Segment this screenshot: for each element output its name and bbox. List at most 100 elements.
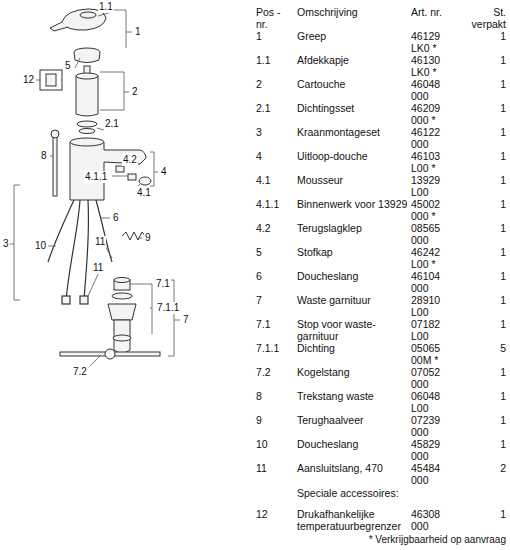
table-cell: 1 (462, 270, 506, 282)
table-cell: 6 (256, 270, 294, 282)
table-cell: 1 (462, 366, 506, 378)
table-cell: 1 (462, 30, 506, 42)
table-cell: Stop voor waste-garnituur (297, 318, 408, 342)
table-cell: 46122 000 (411, 126, 457, 150)
table-cell: Terughaalveer (297, 414, 408, 426)
table-cell: 11 (256, 462, 294, 474)
table-cell: 1 (256, 30, 294, 42)
table-cell: 1 (462, 438, 506, 450)
table-header: Art. nr. (411, 6, 457, 18)
callout-number: 1 (134, 26, 142, 38)
table-cell: 13929 L00 (411, 174, 457, 198)
table-cell: 7.1 (256, 318, 294, 330)
callout-number: 10 (34, 240, 47, 252)
table-cell: 1 (462, 508, 506, 520)
table-cell: 9 (256, 414, 294, 426)
table-cell: Trekstang waste (297, 390, 408, 402)
table-cell: Uitloop-douche (297, 150, 408, 162)
table-cell: 12 (256, 508, 294, 520)
table-cell: 1 (462, 174, 506, 186)
section-heading: Speciale accessoires: (297, 487, 457, 499)
table-cell: 10 (256, 438, 294, 450)
table-cell: 45829 000 (411, 438, 457, 462)
table-cell: 1 (462, 390, 506, 402)
tap-parts (40, 9, 160, 359)
hoses (48, 200, 112, 304)
table-cell: 07052 000 (411, 366, 457, 390)
callout-number: 2 (131, 86, 139, 98)
callout-number: 4.1.1 (84, 171, 108, 183)
table-cell: 46308 000 (411, 508, 457, 532)
table-cell: 1 (462, 126, 506, 138)
table-cell: 46209 000 * (411, 102, 457, 126)
callout-number: 4.1 (136, 187, 152, 199)
table-cell: 2 (256, 78, 294, 90)
table-cell: 45484 000 (411, 462, 457, 486)
table-cell: 1 (462, 54, 506, 66)
table-cell: 08565 000 (411, 222, 457, 246)
callout-number: 5 (64, 60, 72, 72)
table-cell: 1 (462, 414, 506, 426)
table-cell: Doucheslang (297, 438, 408, 450)
table-cell: 1 (462, 294, 506, 306)
table-cell: 1 (462, 318, 506, 330)
callout-number: 4 (160, 166, 168, 178)
table-cell: 7.1.1 (256, 342, 294, 354)
callout-number: 7.2 (72, 366, 88, 378)
table-cell: Kraanmontageset (297, 126, 408, 138)
table-cell: 1 (462, 150, 506, 162)
table-cell: Afdekkapje (297, 54, 408, 66)
table-cell: 46103 L00 * (411, 150, 457, 174)
callout-number: 1.1 (98, 1, 114, 13)
table-cell: Drukafhankelijke temperatuurbegrenzer (297, 508, 408, 532)
table-cell: 7 (256, 294, 294, 306)
table-cell: 1 (462, 102, 506, 114)
table-cell: 4 (256, 150, 294, 162)
table-cell: 5 (256, 246, 294, 258)
callout-number: 11 (94, 236, 106, 248)
callout-number: 7 (182, 314, 190, 326)
table-header: Pos - nr. (256, 6, 286, 30)
table-cell: 46130 LK0 * (411, 54, 457, 78)
table-cell: 06048 L00 (411, 390, 457, 414)
callout-number: 4.2 (122, 154, 138, 166)
callout-number: 12 (22, 74, 35, 86)
callout-number: 3 (2, 238, 10, 250)
table-cell: 07239 000 (411, 414, 457, 438)
table-cell: 4.1 (256, 174, 294, 186)
table-cell: 1 (462, 198, 506, 210)
table-cell: 3 (256, 126, 294, 138)
table-cell: Cartouche (297, 78, 408, 90)
callout-number: 9 (144, 232, 152, 244)
table-cell: Aansluitslang, 470 (297, 462, 408, 474)
table-cell: Doucheslang (297, 270, 408, 282)
table-header: Omschrijving (297, 6, 408, 18)
callout-number: 8 (40, 150, 48, 162)
table-cell: Stofkap (297, 246, 408, 258)
table-cell: 8 (256, 390, 294, 402)
table-cell: Binnenwerk voor 13929 (297, 198, 408, 210)
table-cell: Kogelstang (297, 366, 408, 378)
callout-number: 6 (112, 212, 120, 224)
table-cell: 2.1 (256, 102, 294, 114)
table-cell: Terugslagklep (297, 222, 408, 234)
leader-lines (10, 10, 180, 366)
table-cell: 1.1 (256, 54, 294, 66)
table-cell: 2 (462, 462, 506, 474)
table-cell: 46048 000 (411, 78, 457, 102)
table-cell: Dichting (297, 342, 408, 354)
table-cell: Dichtingsset (297, 102, 408, 114)
table-cell: 45002 000 * (411, 198, 457, 222)
table-cell: Greep (297, 30, 408, 42)
table-cell: 1 (462, 246, 506, 258)
table-cell: 46104 000 (411, 270, 457, 294)
callout-number: 7.1 (155, 278, 171, 290)
callout-number: 7.1.1 (156, 302, 180, 314)
table-cell: 1 (462, 222, 506, 234)
table-cell: 4.1.1 (256, 198, 294, 210)
table-cell: 05065 00M * (411, 342, 457, 366)
table-cell: 07182 L00 (411, 318, 457, 342)
table-cell: 5 (462, 342, 506, 354)
table-cell: Mousseur (297, 174, 408, 186)
